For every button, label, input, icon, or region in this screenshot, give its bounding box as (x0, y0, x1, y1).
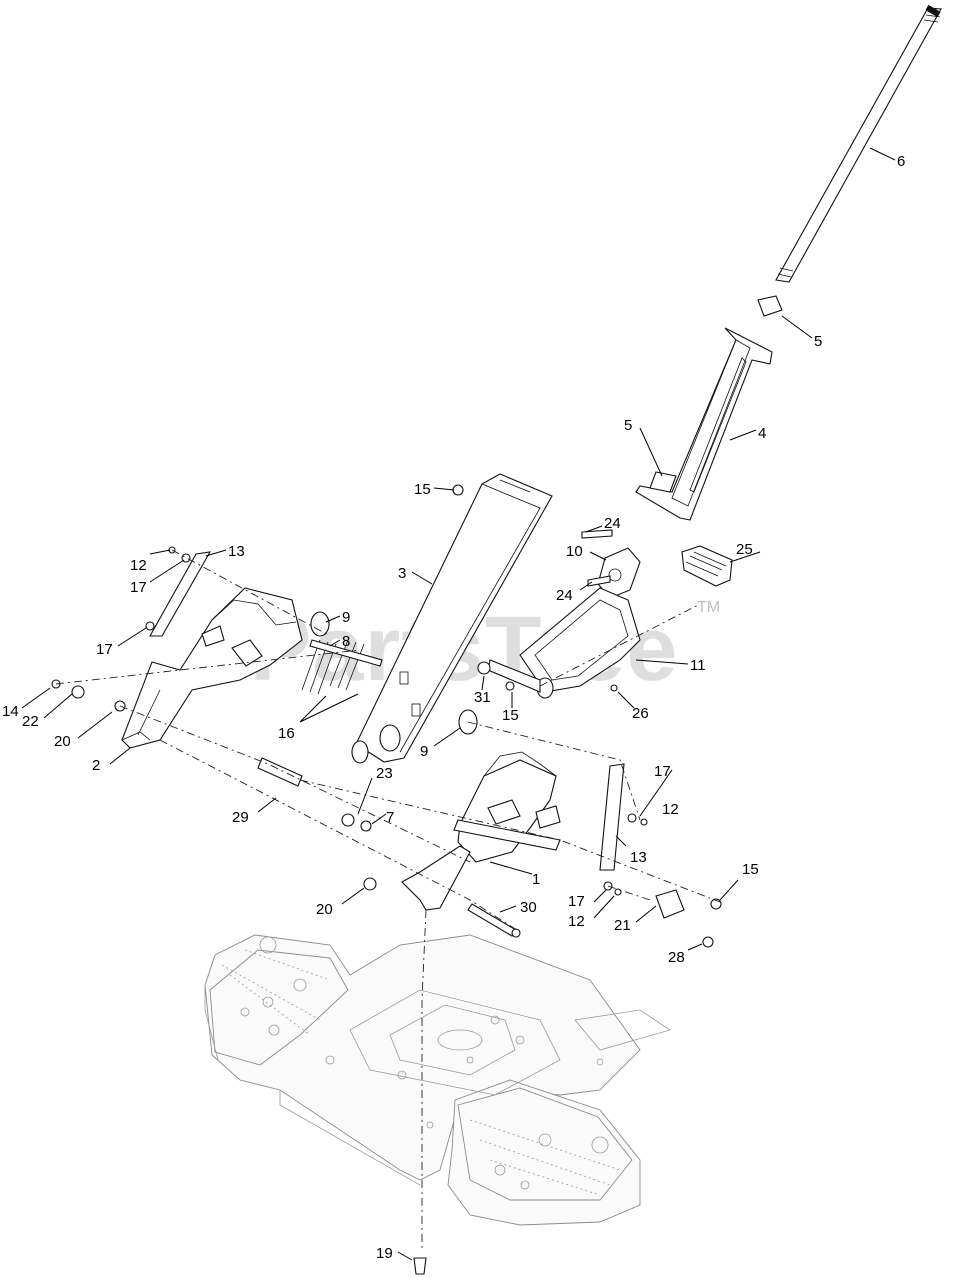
assembly-lines (55, 549, 721, 1250)
callout-19: 19 (376, 1245, 393, 1262)
part-15-bolt-top (452, 484, 464, 496)
callout-12: 12 (568, 913, 585, 930)
callout-13: 13 (228, 543, 245, 560)
callout-24: 24 (604, 515, 621, 532)
callout-13: 13 (630, 849, 647, 866)
part-7-nut (360, 820, 372, 832)
callout-12: 12 (130, 557, 147, 574)
callout-11: 11 (690, 657, 706, 674)
callout-12: 12 (662, 801, 679, 818)
part-19-bolt (413, 1257, 427, 1275)
callout-22: 22 (22, 713, 39, 730)
callout-9: 9 (420, 743, 428, 760)
part-31-nut (477, 661, 491, 675)
part-13-right-link (599, 763, 625, 871)
part-10-u-joint (581, 529, 641, 599)
callout-15: 15 (502, 707, 519, 724)
callout-15: 15 (414, 481, 431, 498)
part-3-lever-arm (351, 473, 553, 764)
callout-5: 5 (814, 333, 822, 350)
watermark-trademark: TM (697, 599, 720, 616)
callout-26: 26 (632, 705, 649, 722)
callout-labels: 6 5 4 5 15 3 24 10 24 25 12 13 17 9 8 17… (2, 153, 905, 1262)
part-28-bolt (702, 936, 714, 948)
callout-21: 21 (614, 917, 631, 934)
callout-24: 24 (556, 587, 573, 604)
callout-28: 28 (668, 949, 685, 966)
part-26-clip (610, 684, 618, 692)
part-2-left-bracket (121, 587, 303, 749)
part-6-steering-shaft (775, 4, 942, 283)
part-29-spacer (257, 757, 303, 787)
part-21-small-bracket (655, 889, 685, 919)
part-4-steering-bracket (635, 327, 773, 521)
callout-17: 17 (654, 763, 671, 780)
callout-8: 8 (342, 633, 350, 650)
part-30-bolt (467, 903, 521, 938)
callout-9: 9 (342, 609, 350, 626)
deck-frame-ghost (204, 934, 671, 1226)
callout-7: 7 (386, 809, 394, 826)
part-12-cotter-lower (614, 888, 622, 896)
part-17-washer-left (145, 621, 155, 631)
callout-6: 6 (897, 153, 905, 170)
part-17-washer-right (627, 813, 637, 823)
part-13-left-link (149, 551, 212, 637)
callout-17: 17 (130, 579, 147, 596)
callout-17: 17 (96, 641, 113, 658)
callout-30: 30 (520, 899, 537, 916)
callout-1: 1 (532, 871, 540, 888)
part-12-cotter-right (640, 818, 648, 826)
part-22-washer (71, 685, 85, 699)
callout-3: 3 (398, 565, 406, 582)
part-5-upper-bushing (757, 295, 783, 317)
part-15-bolt-mid (505, 681, 515, 691)
callout-17: 17 (568, 893, 585, 910)
part-25-pedal-pad (681, 545, 733, 587)
part-20-nut-lower (363, 877, 377, 891)
part-1-right-bracket (401, 751, 561, 911)
callout-31: 31 (474, 689, 491, 706)
part-9-washer-upper (310, 611, 330, 637)
callout-29: 29 (232, 809, 249, 826)
callout-20: 20 (316, 901, 333, 918)
callout-2: 2 (92, 757, 100, 774)
callout-10: 10 (566, 543, 583, 560)
callout-25: 25 (736, 541, 753, 558)
callout-14: 14 (2, 703, 19, 720)
callout-16: 16 (278, 725, 295, 742)
callout-15: 15 (742, 861, 759, 878)
part-23-washer (341, 813, 355, 827)
callout-4: 4 (758, 425, 766, 442)
callout-23: 23 (376, 765, 393, 782)
leader-lines (21, 147, 896, 1261)
callout-5: 5 (624, 417, 632, 434)
part-8-rod (309, 639, 383, 667)
callout-20: 20 (54, 733, 71, 750)
